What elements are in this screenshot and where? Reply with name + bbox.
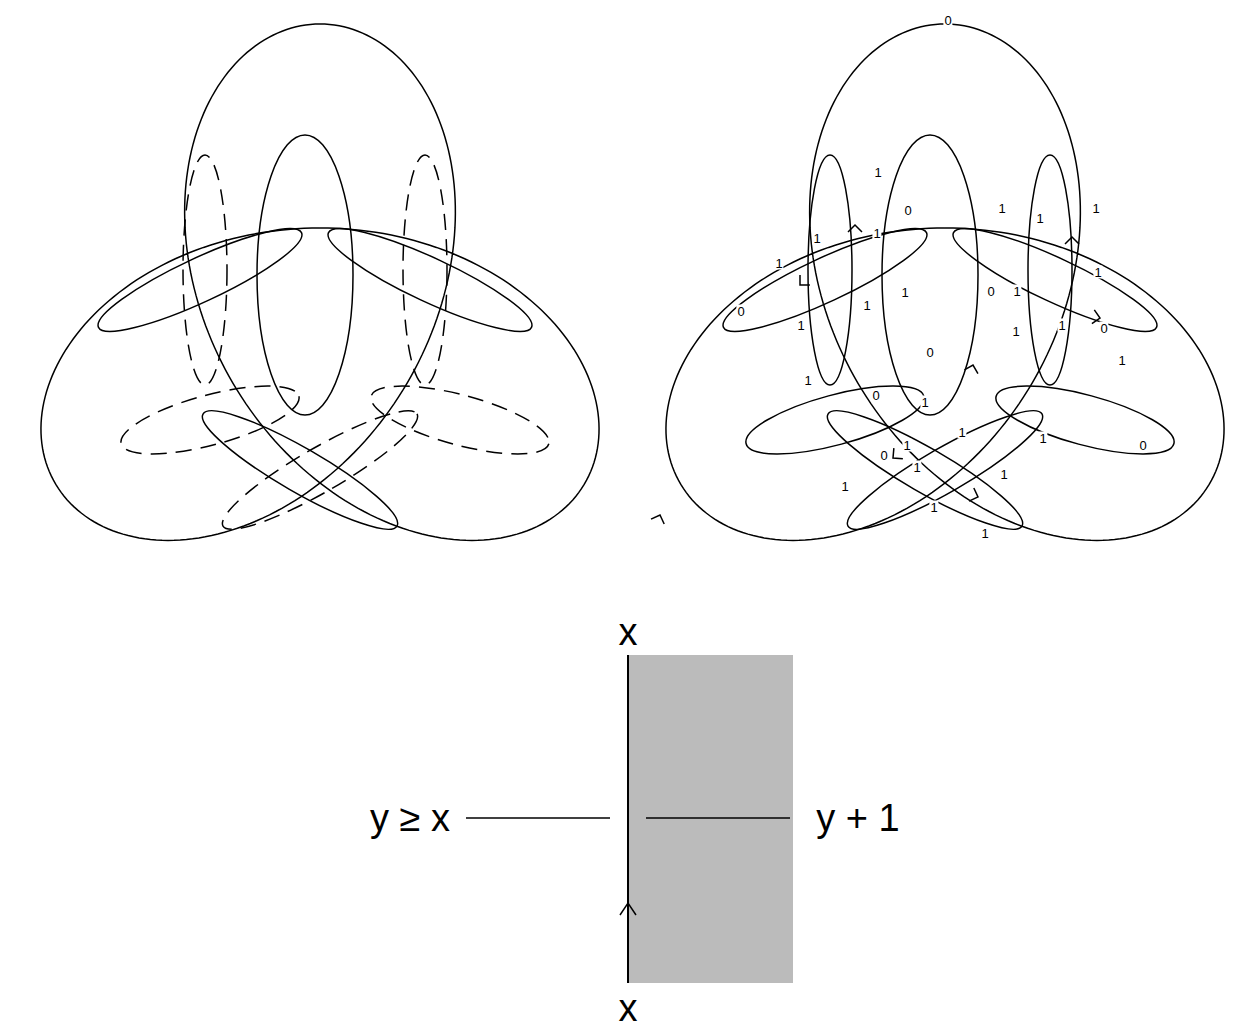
crossing-label: 1 [840, 480, 849, 493]
crossing-label: 1 [1011, 325, 1020, 338]
crossing-label: 0 [736, 305, 745, 318]
crossing-label: 1 [872, 227, 881, 240]
crossing-label: 1 [900, 286, 909, 299]
crossing-label: 1 [873, 166, 882, 179]
orientation-arrow [889, 448, 903, 463]
orientation-arrow [651, 513, 667, 524]
knot-diagram [666, 24, 1224, 545]
crossing-label: 0 [903, 204, 912, 217]
crossing-label: 1 [1093, 266, 1102, 279]
crossing-label: 1 [1038, 432, 1047, 445]
orientation-arrow [964, 363, 979, 373]
crossing-label: 1 [774, 257, 783, 270]
crossing-label: 1 [812, 232, 821, 245]
knot-loop [1028, 155, 1072, 385]
crossing-label: 1 [957, 426, 966, 439]
crossing-label: 0 [943, 14, 952, 27]
crossing-label: 1 [803, 374, 812, 387]
crossing-label: 1 [929, 501, 938, 514]
knot-loop [882, 135, 978, 415]
variable-label: x [619, 989, 638, 1027]
outer-strand [666, 24, 1224, 540]
knot-loop [403, 155, 447, 385]
shaded-region [628, 655, 793, 983]
crossing-label: 1 [1057, 319, 1066, 332]
knot-loop [183, 155, 227, 385]
crossing-label: 1 [997, 202, 1006, 215]
crossing-label: 0 [986, 285, 995, 298]
crossing-label: 1 [796, 319, 805, 332]
crossing-label: 1 [1035, 212, 1044, 225]
knot-loop [319, 213, 541, 348]
variable-label: y ≥ x [370, 799, 450, 837]
knot-diagram [41, 24, 599, 545]
knot-loop [817, 395, 1033, 545]
strand-line [627, 655, 629, 983]
orientation-arrow [620, 903, 636, 915]
variable-label: y + 1 [816, 799, 899, 837]
under-strand [466, 817, 610, 819]
crossing-label: 0 [925, 346, 934, 359]
orientation-arrow [969, 488, 980, 504]
knot-loop [212, 395, 428, 545]
knot-loop [944, 213, 1166, 348]
knot-loop [740, 372, 931, 468]
knot-loop [808, 155, 852, 385]
crossing-label: 1 [902, 439, 911, 452]
crossing-label: 0 [1099, 322, 1108, 335]
orientation-arrow [848, 225, 862, 232]
crossing-label: 1 [862, 299, 871, 312]
crossing-label: 0 [1138, 439, 1147, 452]
outer-strand [41, 24, 599, 540]
knot-loop [89, 213, 311, 348]
knot-loop [192, 395, 408, 545]
knot-loop [115, 372, 306, 468]
variable-label: x [619, 613, 638, 651]
orientation-arrow [1065, 237, 1079, 244]
crossing-label: 1 [920, 396, 929, 409]
crossing-label: 1 [1091, 202, 1100, 215]
crossing-label: 1 [999, 468, 1008, 481]
orientation-arrow [795, 275, 810, 290]
knot-loop [990, 372, 1181, 468]
under-strand [646, 817, 790, 819]
crossing-label: 0 [879, 449, 888, 462]
knot-loop [257, 135, 353, 415]
crossing-label: 0 [871, 389, 880, 402]
crossing-label: 1 [1117, 354, 1126, 367]
crossing-label: 1 [1012, 285, 1021, 298]
knot-loop [714, 213, 936, 348]
crossing-label: 1 [912, 461, 921, 474]
knot-loop [365, 372, 556, 468]
knot-loop [837, 395, 1053, 545]
crossing-label: 1 [980, 527, 989, 540]
